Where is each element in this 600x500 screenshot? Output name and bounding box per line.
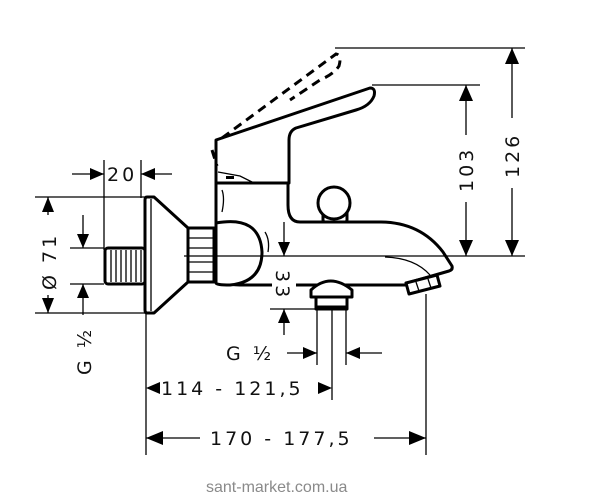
diverter-knob <box>316 185 352 224</box>
watermark: sant-market.com.ua <box>206 479 347 496</box>
valve-cartridge <box>214 220 264 287</box>
dimension-spout-clearance: 33 <box>271 222 296 335</box>
label-mask <box>272 270 296 304</box>
extension-lines <box>35 47 525 455</box>
dimension-126-label: 126 <box>502 133 524 178</box>
dimension-flange-diameter: Ø 71 <box>39 197 61 313</box>
dimension-outlet-thread: G ½ <box>226 343 382 365</box>
dimension-103-label: 103 <box>456 147 478 192</box>
dimension-overall-length: 170 - 177,5 <box>146 428 426 450</box>
faucet-body <box>103 52 454 315</box>
dimension-lever-raised-height: 126 <box>502 48 524 256</box>
dimension-lever-height: 103 <box>456 85 478 256</box>
dimension-outlet-thread-label: G ½ <box>226 343 274 365</box>
dimension-33-label: 33 <box>271 270 293 300</box>
union-nut <box>186 226 216 284</box>
dimension-connector-depth: 20 <box>72 164 172 186</box>
dimension-diverter-distance: 114 - 121,5 <box>146 378 332 400</box>
body-contour <box>221 189 225 213</box>
body-contour-2 <box>264 231 270 253</box>
spout-outlet <box>404 273 442 296</box>
dimension-114-label: 114 - 121,5 <box>161 378 304 400</box>
shower-outlet <box>309 279 354 311</box>
dimension-20-label: 20 <box>107 164 137 186</box>
spout-inner-contour <box>384 256 431 276</box>
dimension-inlet-thread-label: G ½ <box>74 327 96 375</box>
inlet-connector <box>103 246 147 286</box>
lever-handle <box>214 86 376 185</box>
lever-base-detail <box>217 171 255 184</box>
dimension-71-label: Ø 71 <box>39 233 61 290</box>
lever-base-mark <box>226 176 234 179</box>
lever-raised-outline <box>221 52 342 140</box>
lever-raised-tick <box>210 149 219 167</box>
dimension-inlet-thread: G ½ <box>74 215 96 375</box>
dimension-170-label: 170 - 177,5 <box>210 428 353 450</box>
